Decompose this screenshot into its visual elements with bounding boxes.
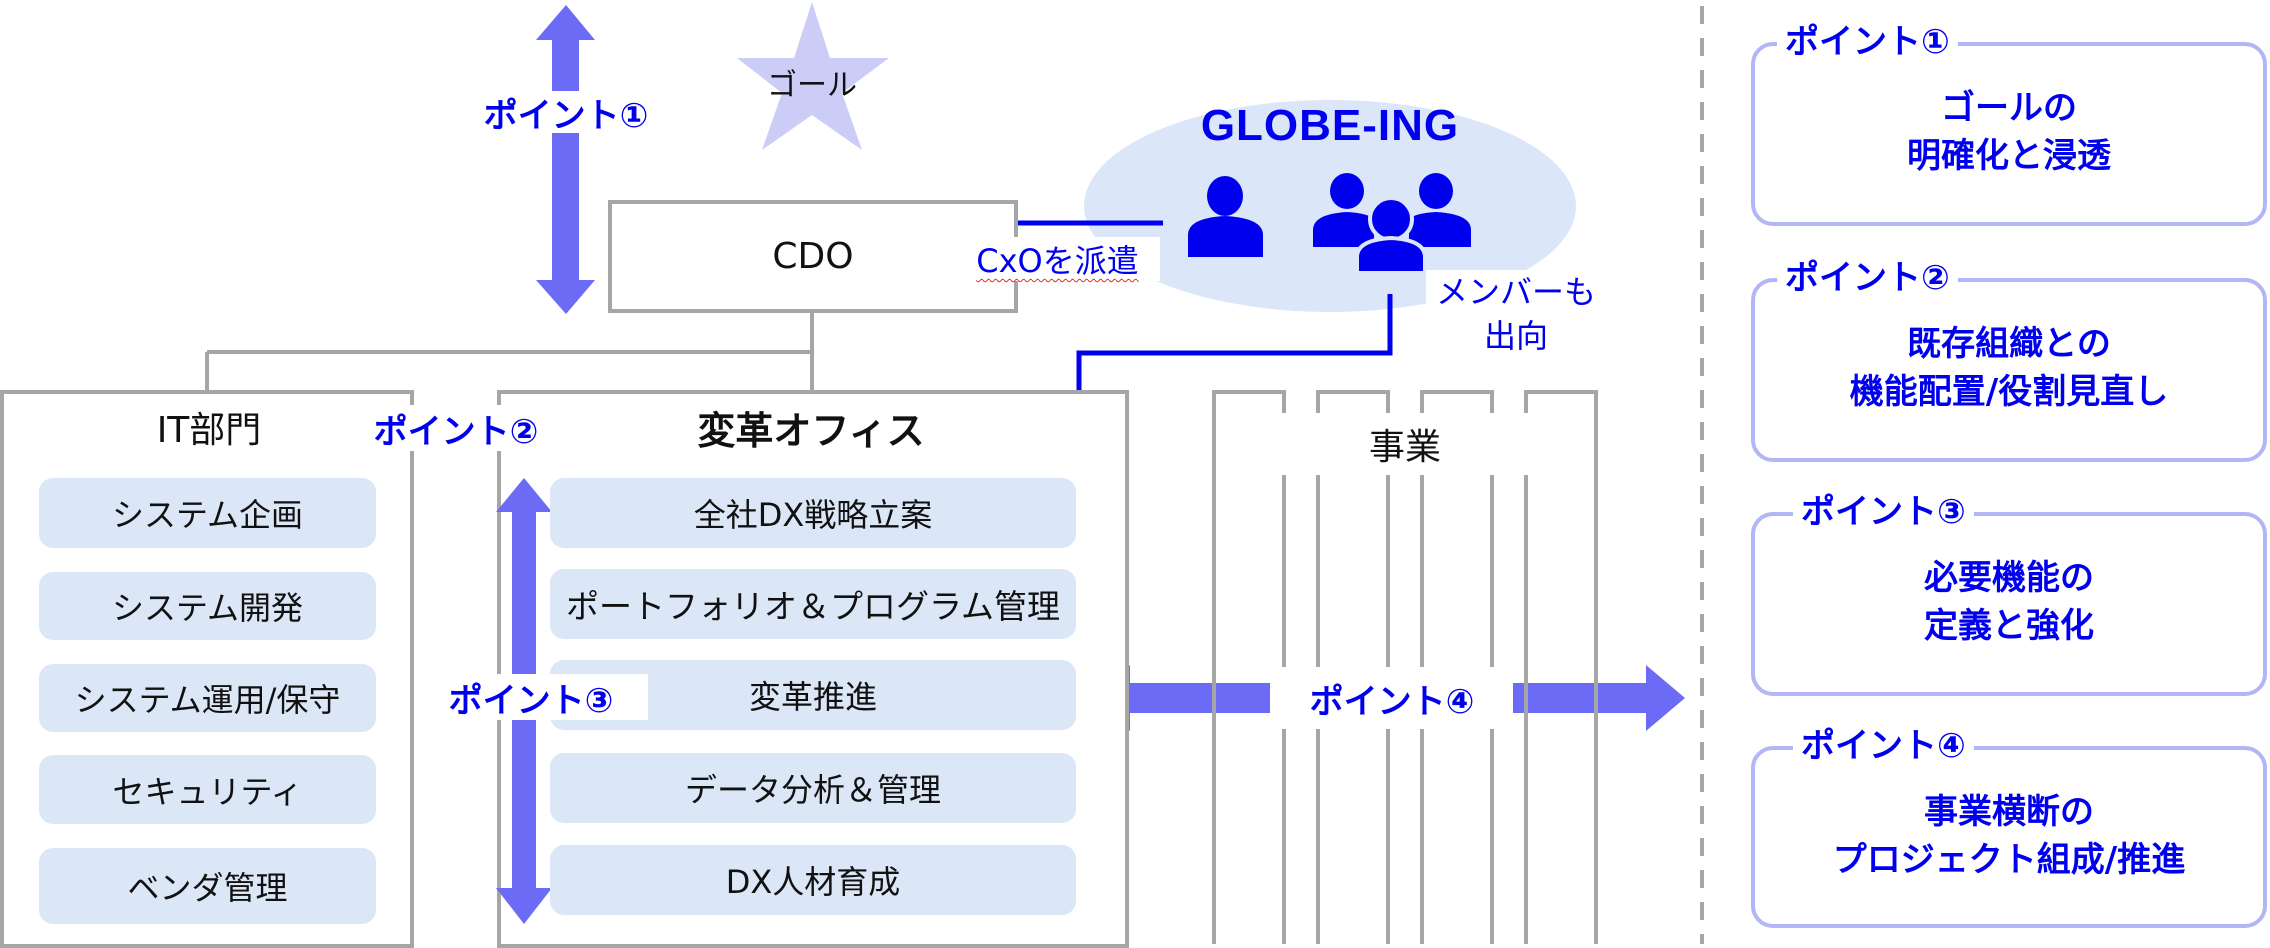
it-item: システム企画 — [39, 478, 376, 548]
side-panel-line: 事業横断の — [1924, 792, 2094, 832]
group-icon — [1313, 173, 1471, 275]
transform-office-title: 変革オフィス — [697, 408, 925, 453]
side-panel-title: ポイント② — [1777, 254, 1958, 302]
it-dept-title: IT部門 — [156, 410, 262, 451]
globeing-ellipse — [1084, 100, 1576, 312]
goal-label: ゴール — [767, 68, 857, 103]
it-item: システム開発 — [39, 572, 376, 640]
transform-item: データ分析＆管理 — [550, 753, 1076, 823]
point1-label: ポイント① — [465, 91, 667, 136]
member-secondment-label: メンバーも 出向 — [1426, 270, 1606, 358]
side-panel-point2: ポイント② 既存組織との 機能配置/役割見直し — [1751, 254, 2267, 462]
side-panel-title: ポイント④ — [1793, 722, 1974, 770]
transform-item: ポートフォリオ＆プログラム管理 — [550, 569, 1076, 639]
point2-label: ポイント② — [356, 405, 556, 452]
cxo-dispatch-label: CxOを派遣 — [955, 237, 1160, 281]
point4-band — [1270, 667, 1513, 729]
side-panel-line: 既存組織との — [1907, 324, 2111, 364]
side-panel-body: 事業横断の プロジェクト組成/推進 — [1755, 788, 2263, 884]
side-panel-point3: ポイント③ 必要機能の 定義と強化 — [1751, 488, 2267, 696]
point3-label: ポイント③ — [414, 674, 648, 721]
cdo-label: CDO — [772, 236, 854, 277]
point1-arrow-icon — [536, 5, 595, 274]
business-title: 事業 — [1368, 427, 1441, 468]
it-item: システム運用/保守 — [39, 664, 376, 732]
side-panel-body: 必要機能の 定義と強化 — [1755, 554, 2263, 650]
org-connectors — [205, 313, 814, 392]
globeing-logo: GLOBE-ING — [1200, 101, 1460, 150]
point4-right-arrow-icon — [1513, 665, 1685, 731]
business-unit-column — [1524, 390, 1598, 944]
it-item: セキュリティ — [39, 755, 376, 824]
side-panel-line: 必要機能の — [1924, 558, 2094, 598]
side-panel-body: ゴールの 明確化と浸透 — [1755, 84, 2263, 180]
member-label-line2: 出向 — [1483, 317, 1548, 355]
cdo-box: CDO — [608, 200, 1018, 313]
point4-left-arrow-icon — [1091, 665, 1270, 731]
side-panel-line: 定義と強化 — [1924, 606, 2094, 646]
member-label-line1: メンバーも — [1435, 273, 1596, 311]
point1-arrow-lower-icon — [536, 140, 595, 314]
side-panel-line: ゴールの — [1941, 88, 2077, 128]
point4-label: ポイント④ — [1309, 681, 1475, 722]
side-panel-point1: ポイント① ゴールの 明確化と浸透 — [1751, 18, 2267, 226]
side-panel-line: 機能配置/役割見直し — [1849, 372, 2169, 412]
person-icon — [1188, 176, 1263, 257]
side-panel-body: 既存組織との 機能配置/役割見直し — [1755, 320, 2263, 416]
business-label-band — [1280, 413, 1528, 475]
goal-star-icon — [737, 2, 889, 150]
side-panel-line: プロジェクト組成/推進 — [1832, 840, 2186, 880]
transform-item: 全社DX戦略立案 — [550, 478, 1076, 548]
side-panel-point4: ポイント④ 事業横断の プロジェクト組成/推進 — [1751, 722, 2267, 928]
side-panel-title: ポイント① — [1777, 18, 1958, 66]
side-panel-title: ポイント③ — [1793, 488, 1974, 536]
side-panel-line: 明確化と浸透 — [1907, 136, 2111, 176]
it-item: ベンダ管理 — [39, 848, 376, 924]
transform-item: DX人材育成 — [550, 845, 1076, 915]
